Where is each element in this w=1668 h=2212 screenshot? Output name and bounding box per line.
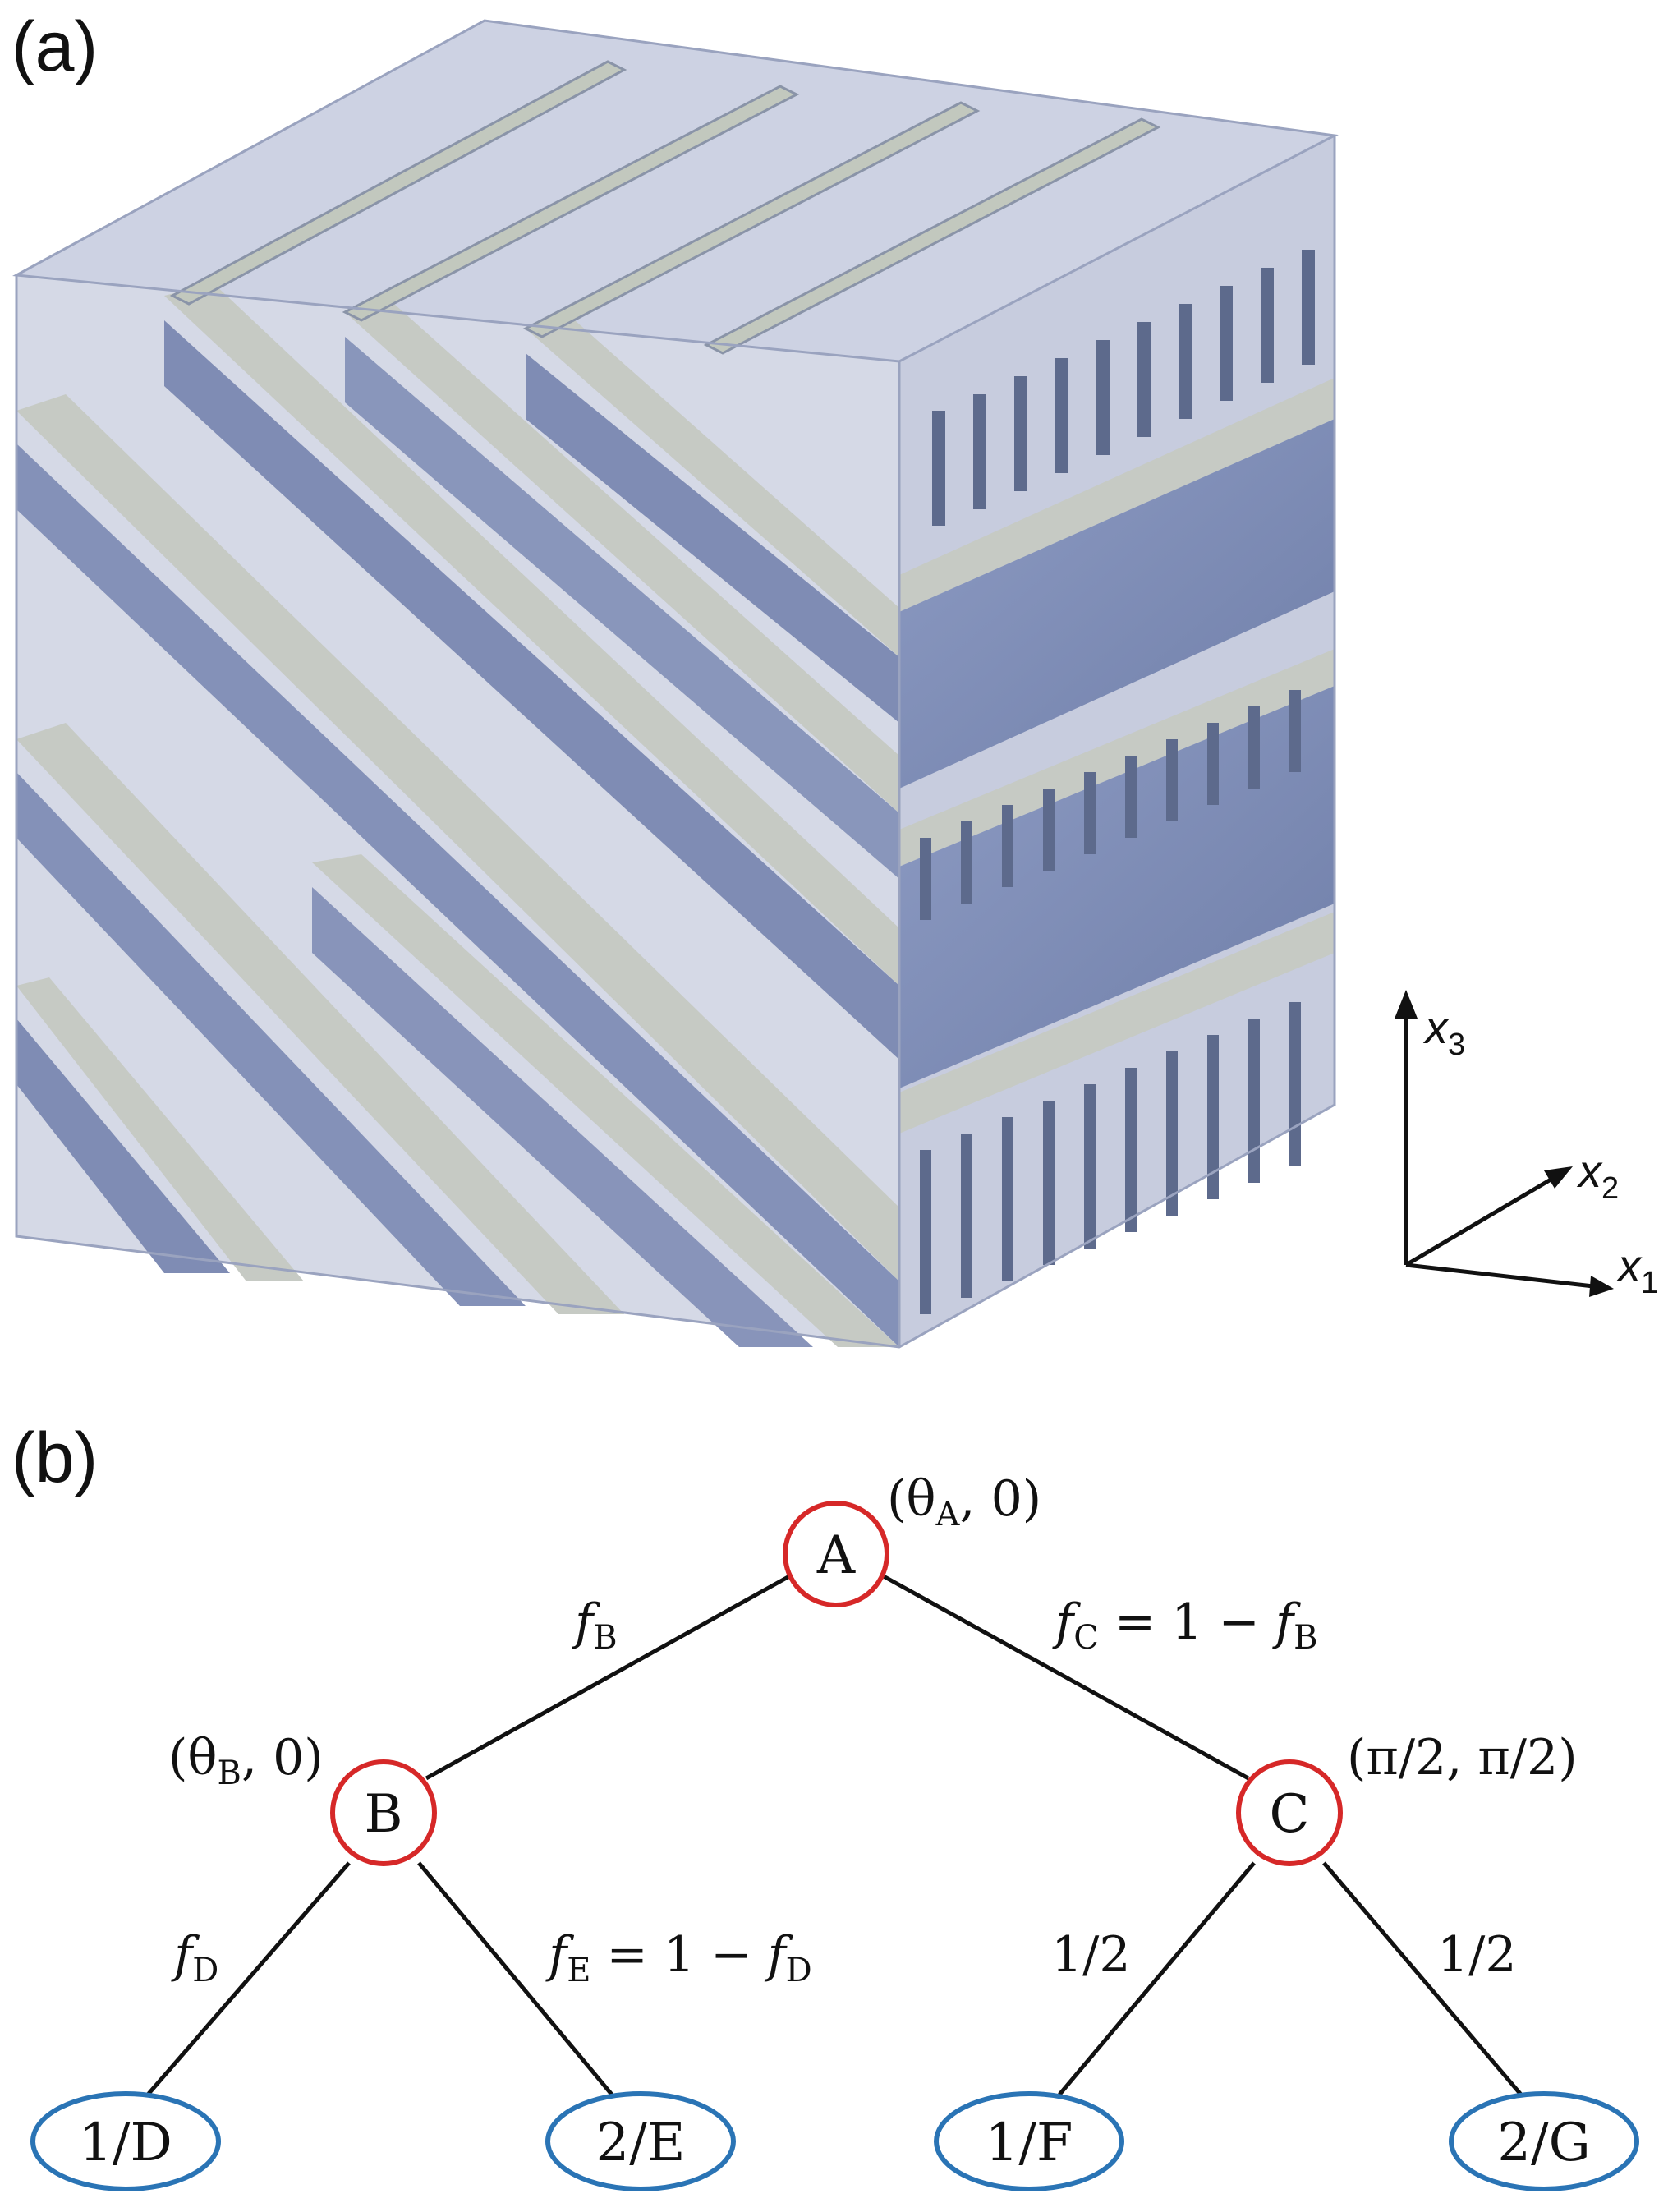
tree-leaf-D: 1/D (30, 2091, 221, 2191)
edge-A-C-weight: fC = 1 − fB (1052, 1593, 1317, 1657)
x2-axis-label: x2 (1576, 1145, 1619, 1206)
tree-node-C: C (1236, 1759, 1343, 1866)
right-face-plates (899, 378, 1335, 1134)
edge-C-F (1058, 1861, 1256, 2096)
leaf-E-label: 2/E (596, 2113, 686, 2173)
tree-edges (146, 1573, 1523, 2096)
edge-B-D-weight: fD (171, 1926, 218, 1989)
fin-array-upper (932, 250, 1315, 526)
x1-arrowhead (1589, 1276, 1614, 1297)
cube-outline (11, 19, 1339, 1349)
node-B-angles: (θB, 0) (168, 1729, 324, 1792)
edge-A-C (880, 1573, 1250, 1781)
edge-C-G (1322, 1861, 1523, 2096)
node-A-angles: (θA, 0) (887, 1470, 1041, 1534)
tree-leaf-E: 2/E (545, 2091, 736, 2191)
edge-C-G-weight: 1/2 (1437, 1926, 1517, 1984)
node-B-label: B (364, 1784, 402, 1845)
leaf-F-label: 1/F (986, 2113, 1073, 2173)
edge-A-B (425, 1573, 793, 1781)
x3-axis-label: x3 (1422, 1001, 1465, 1062)
edge-C-F-weight: 1/2 (1051, 1926, 1131, 1984)
node-C-label: C (1270, 1784, 1310, 1845)
panel-b-label: (b) (11, 1419, 99, 1497)
fin-array-middle (920, 690, 1301, 920)
coordinate-axes (1395, 990, 1614, 1297)
x1-axis-label: x1 (1615, 1239, 1658, 1300)
x1-axis-line (1405, 1262, 1594, 1289)
leaf-G-label: 2/G (1497, 2113, 1590, 2173)
tree-leaf-F: 1/F (934, 2091, 1124, 2191)
node-A-label: A (816, 1525, 856, 1586)
tree-node-B: B (330, 1759, 437, 1866)
tree-node-A: A (783, 1501, 889, 1607)
leaf-D-label: 1/D (79, 2113, 172, 2173)
node-C-angles: (π/2, π/2) (1347, 1729, 1578, 1787)
edge-A-B-weight: fB (572, 1593, 618, 1657)
edge-B-E (417, 1861, 613, 2096)
edge-B-E-weight: fE = 1 − fD (545, 1926, 812, 1989)
x3-arrowhead (1395, 990, 1418, 1019)
edge-B-D (146, 1861, 351, 2096)
cube-top-face (16, 21, 1335, 361)
fin-array-lower (920, 1002, 1301, 1314)
x2-axis-line (1404, 1174, 1558, 1267)
top-ridges (169, 60, 1161, 355)
laminate-cube-render (11, 19, 1339, 1349)
tree-leaf-G: 2/G (1449, 2091, 1639, 2191)
panel-a-label: (a) (11, 7, 99, 86)
front-diagonal-plates (16, 283, 899, 1347)
x2-arrowhead (1544, 1166, 1573, 1189)
